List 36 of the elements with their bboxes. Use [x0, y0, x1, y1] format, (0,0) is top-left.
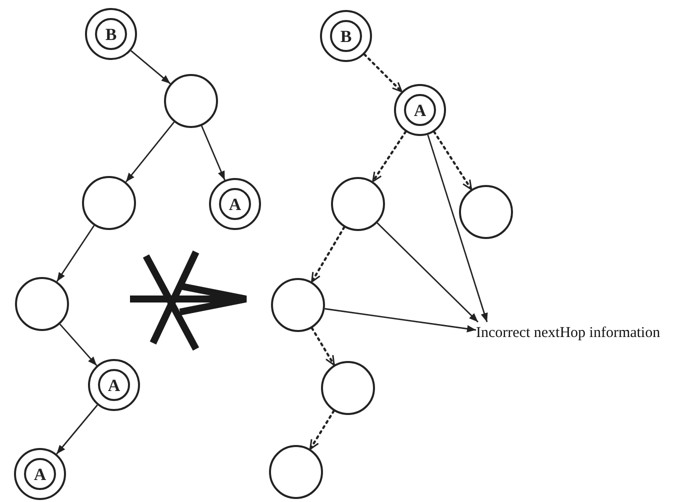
- arrow: [310, 327, 336, 366]
- node-label: A: [98, 369, 130, 401]
- arrow: [372, 130, 407, 183]
- arrow: [56, 404, 98, 454]
- circle-node: [271, 278, 325, 332]
- arrow: [324, 308, 476, 332]
- circle-node: [331, 177, 385, 231]
- circle-node: [321, 361, 375, 415]
- double-circle-node: [320, 10, 372, 62]
- arrow: [427, 134, 488, 322]
- double-circle-node: [88, 359, 140, 411]
- annotation-text: Incorrect nextHop information: [476, 322, 660, 344]
- arrow: [59, 324, 98, 366]
- circle-node: [459, 185, 513, 239]
- arrow: [433, 130, 472, 190]
- arrow: [363, 53, 403, 93]
- arrow: [56, 225, 95, 282]
- node-label: A: [219, 188, 251, 220]
- arrow: [376, 222, 478, 322]
- arrow: [125, 122, 175, 182]
- arrow: [130, 50, 171, 84]
- double-circle-node: [85, 8, 137, 60]
- double-circle-node: [394, 84, 446, 136]
- arrow: [309, 410, 335, 450]
- node-label: A: [404, 94, 436, 126]
- node-label: A: [24, 458, 56, 490]
- double-circle-node: [209, 178, 261, 230]
- double-circle-node: [14, 448, 66, 500]
- circle-node: [15, 277, 69, 331]
- node-label: B: [330, 20, 362, 52]
- node-label: B: [95, 18, 127, 50]
- circle-node: [269, 445, 323, 499]
- circle-node: [164, 74, 218, 128]
- arrow: [310, 226, 346, 283]
- arrow: [200, 126, 226, 180]
- circle-node: [82, 176, 136, 230]
